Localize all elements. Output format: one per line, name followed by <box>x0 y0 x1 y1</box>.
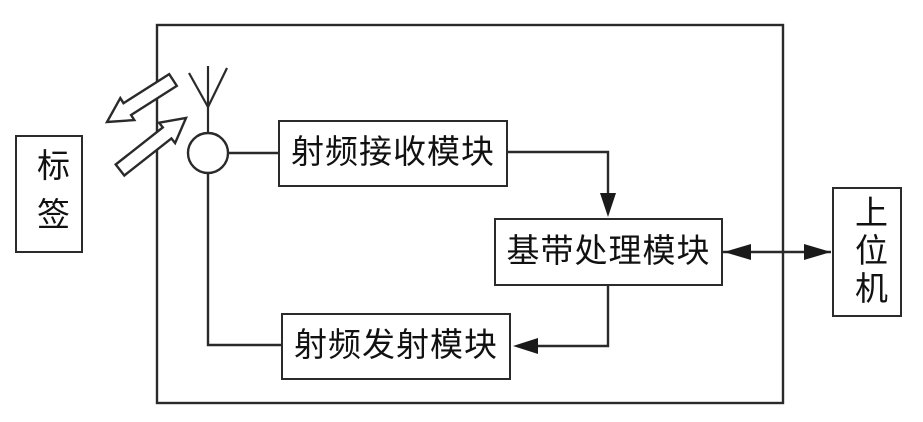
rf-receive-module-label: 射频接收模块 <box>291 135 495 171</box>
circulator-node <box>186 131 230 175</box>
tag-box-label: 标签 <box>31 148 68 246</box>
arrowhead-into-baseband-right <box>724 244 751 260</box>
tag-box: 标签 <box>15 135 83 253</box>
rf-transmit-module-box: 射频发射模块 <box>281 313 511 380</box>
arrowhead-into-baseband <box>600 193 616 217</box>
antenna-icon <box>188 66 228 134</box>
reader-boundary-box <box>155 23 785 405</box>
rf-transmit-module-label: 射频发射模块 <box>294 328 498 364</box>
baseband-module-box: 基带处理模块 <box>494 218 723 286</box>
connector-receive-to-baseband <box>508 150 610 196</box>
connector-transmit-to-antenna <box>206 173 281 347</box>
arrowhead-into-transmit <box>513 338 538 354</box>
host-computer-box: 上位机 <box>832 187 902 317</box>
baseband-module-label: 基带处理模块 <box>506 233 711 270</box>
connector-baseband-to-transmit <box>537 286 610 348</box>
arrowhead-into-host <box>804 244 831 260</box>
incoming-wave-arrow <box>114 116 188 178</box>
outgoing-wave-arrow <box>104 72 179 124</box>
host-computer-label: 上位机 <box>849 195 886 309</box>
rf-receive-module-box: 射频接收模块 <box>278 120 508 187</box>
